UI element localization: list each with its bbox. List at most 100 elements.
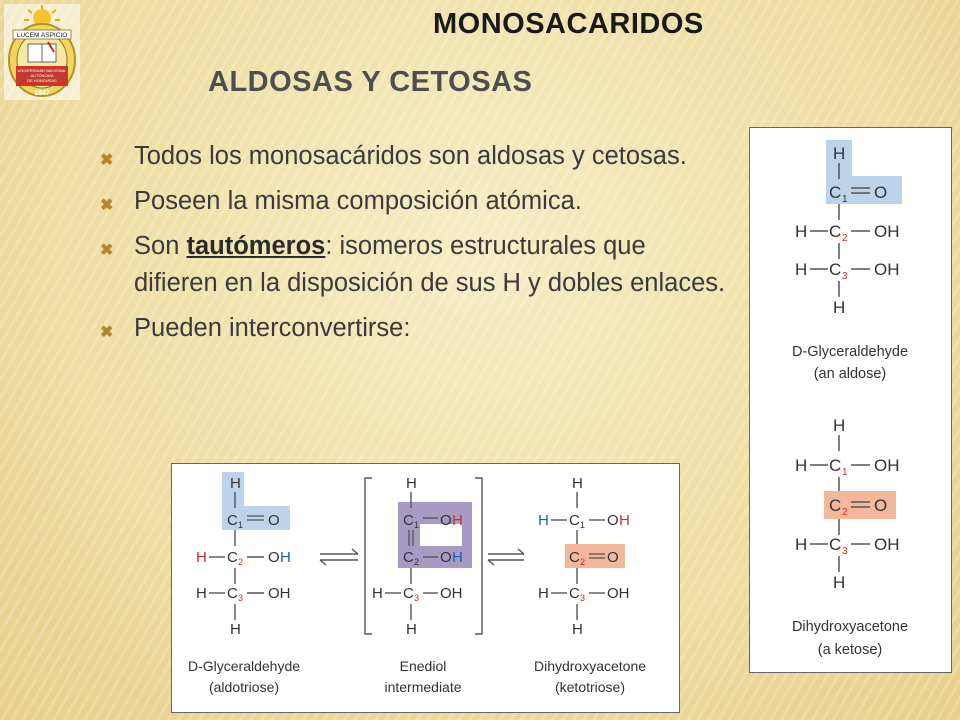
bracket-left xyxy=(364,477,372,635)
atom-label: H xyxy=(196,585,207,602)
carbon-number: 2 xyxy=(842,233,848,244)
atom-label: OH xyxy=(268,585,291,602)
caption-dihydroxyacetone: Dihydroxyacetone xyxy=(792,619,908,635)
caption-ketotriose: (ketotriose) xyxy=(555,679,625,695)
caption-enediol: Enediol xyxy=(400,658,447,674)
sun-rays-icon xyxy=(24,5,60,27)
atom-label: H xyxy=(795,222,807,241)
atom-label: OH xyxy=(874,222,900,241)
atom-label: O xyxy=(607,512,619,529)
carbon-number: 3 xyxy=(414,593,419,603)
equilibrium-arrow-icon xyxy=(487,548,525,566)
atom-label: C xyxy=(829,535,841,554)
aldehyde-highlight xyxy=(826,140,902,204)
bullet-list: ✖ Todos los monosacáridos son aldosas y … xyxy=(98,138,728,355)
logo-motto: LUCEM ASPICIO xyxy=(17,32,68,39)
x-bullet-icon: ✖ xyxy=(100,152,114,169)
atom-label: OH xyxy=(874,260,900,279)
slide-title: MONOSACARIDOS xyxy=(433,8,704,40)
atom-label: H xyxy=(572,621,583,638)
atom-label: H xyxy=(406,475,417,492)
caption-glyceraldehyde: D-Glyceraldehyde xyxy=(792,344,908,360)
atom-label: H xyxy=(833,573,845,592)
atom-label: H xyxy=(406,621,417,638)
logo-text-2: AUTÓNOMA xyxy=(30,73,53,78)
ketone-highlight xyxy=(824,491,896,519)
carbon-number: 2 xyxy=(414,557,419,567)
ketone-highlight xyxy=(565,544,625,568)
atom-label: OH xyxy=(440,585,463,602)
atom-label: H xyxy=(619,512,630,529)
atom-label: C xyxy=(829,496,841,515)
caption-aldotriose: (aldotriose) xyxy=(209,679,279,695)
carbon-number: 3 xyxy=(842,271,848,282)
logo-year: 1847 xyxy=(34,90,50,97)
atom-label: H xyxy=(452,549,463,566)
atom-label: C xyxy=(227,512,238,529)
atom-label: O xyxy=(440,549,452,566)
atom-label: H xyxy=(452,512,463,529)
logo-text-3: DE HONDURAS xyxy=(27,78,57,83)
book-icon xyxy=(27,41,57,63)
atom-label: H xyxy=(833,416,845,435)
atom-label: C xyxy=(227,585,238,602)
carbon-number: 1 xyxy=(842,467,848,478)
atom-label: C xyxy=(829,260,841,279)
aldose-ketose-figure: H C 1 O H C 2 OH H C 3 OH H D-Glyceralde… xyxy=(749,127,952,673)
atom-label: O xyxy=(268,512,280,529)
atom-label: H xyxy=(230,621,241,638)
aldehyde-highlight xyxy=(222,472,290,530)
atom-label: C xyxy=(403,585,414,602)
bracket-right xyxy=(475,477,483,635)
atom-label: C xyxy=(829,456,841,475)
atom-label: H xyxy=(280,549,291,566)
bullet-item: ✖ Son tautómeros: isomeros estructurales… xyxy=(98,228,728,302)
atom-label: O xyxy=(440,512,452,529)
carbon-number: 3 xyxy=(580,593,585,603)
atom-label: H xyxy=(372,585,383,602)
carbon-number: 2 xyxy=(842,507,848,518)
bullet-prefix: Son xyxy=(134,232,187,260)
bullet-keyword: tautómeros xyxy=(186,232,326,260)
equilibrium-arrow-icon xyxy=(319,548,359,566)
carbon-number: 3 xyxy=(238,593,243,603)
atom-label: O xyxy=(874,496,887,515)
atom-label: O xyxy=(268,549,280,566)
x-bullet-icon: ✖ xyxy=(100,242,114,259)
atom-label: H xyxy=(538,512,549,529)
atom-label: OH xyxy=(874,535,900,554)
carbon-number: 1 xyxy=(414,520,419,530)
university-logo: LUCEM ASPICIO UNIVERSIDAD NACIONAL AUTÓN… xyxy=(4,4,80,100)
x-bullet-icon: ✖ xyxy=(100,197,114,214)
atom-label: H xyxy=(833,144,845,163)
bullet-text: Todos los monosacáridos son aldosas y ce… xyxy=(134,142,687,170)
caption-dihydroxyacetone: Dihydroxyacetone xyxy=(534,658,646,674)
caption-aldose: (an aldose) xyxy=(814,366,887,382)
atom-label: C xyxy=(227,549,238,566)
atom-label: OH xyxy=(607,585,630,602)
x-bullet-icon: ✖ xyxy=(100,324,114,341)
atom-label: H xyxy=(196,549,207,566)
carbon-number: 1 xyxy=(238,520,243,530)
atom-label: C xyxy=(569,585,580,602)
atom-label: H xyxy=(230,475,241,492)
atom-label: O xyxy=(874,183,887,202)
bullet-text: : isomeros estructurales que difieren en… xyxy=(134,232,726,297)
atom-label: C xyxy=(829,183,841,202)
slide-subtitle: ALDOSAS Y CETOSAS xyxy=(208,66,533,98)
atom-label: H xyxy=(538,585,549,602)
bullet-text: Pueden interconvertirse: xyxy=(134,314,411,342)
carbon-number: 1 xyxy=(580,520,585,530)
atom-label: C xyxy=(829,222,841,241)
bullet-item: ✖ Pueden interconvertirse: xyxy=(98,310,728,347)
bullet-text: Poseen la misma composición atómica. xyxy=(134,187,582,215)
bullet-item: ✖ Poseen la misma composición atómica. xyxy=(98,183,728,220)
caption-ketose: (a ketose) xyxy=(818,642,882,658)
atom-label: C xyxy=(403,549,414,566)
tautomerization-figure: H C 1 O H C 2 O H H C 3 OH H D-Glycerald… xyxy=(171,463,680,713)
carbon-number: 2 xyxy=(580,557,585,567)
atom-label: C xyxy=(403,512,414,529)
atom-label: C xyxy=(569,549,580,566)
atom-label: H xyxy=(572,475,583,492)
logo-text-1: UNIVERSIDAD NACIONAL xyxy=(18,68,68,73)
